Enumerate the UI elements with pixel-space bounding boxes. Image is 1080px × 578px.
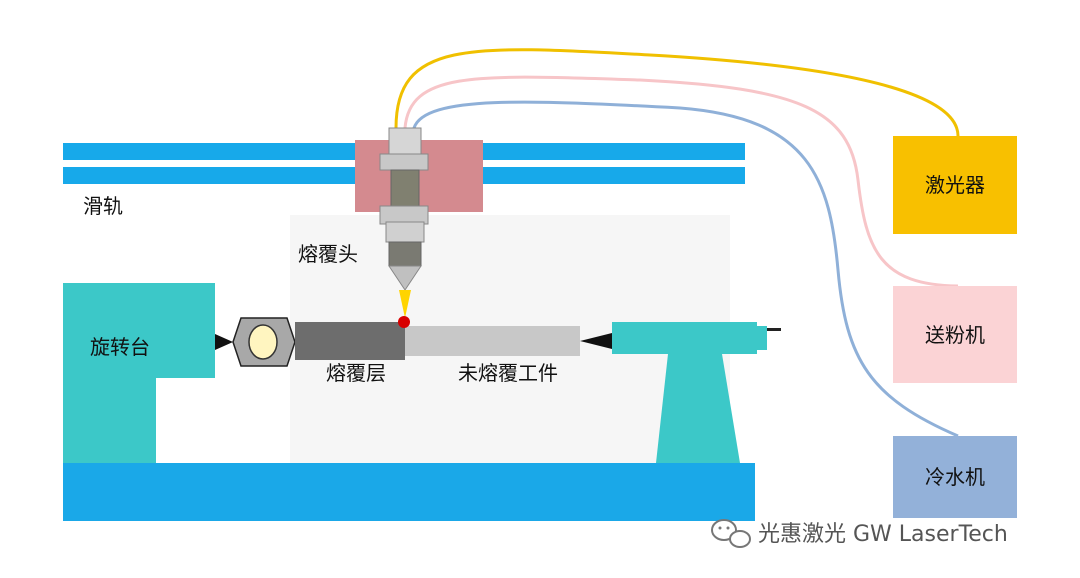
left-center-point xyxy=(215,334,233,350)
clad-layer-label: 熔覆层 xyxy=(326,361,386,385)
head-neck xyxy=(388,241,422,267)
cladding-head-label: 熔覆头 xyxy=(298,242,358,266)
tailstock-stand xyxy=(656,354,740,463)
unclad-workpiece-label: 未熔覆工件 xyxy=(458,361,558,385)
powder-feeder-label: 送粉机 xyxy=(925,323,985,347)
head-collar-upper xyxy=(379,153,429,171)
unclad-workpiece xyxy=(405,326,580,356)
chiller-label: 冷水机 xyxy=(925,465,985,489)
head-body xyxy=(385,221,425,243)
powder-feeder-box xyxy=(893,286,1017,383)
chuck-face xyxy=(248,324,278,360)
tailstock-handle xyxy=(767,328,781,331)
powder-cable xyxy=(403,75,959,288)
head-collar-lower xyxy=(379,205,429,225)
laser-cable xyxy=(394,48,960,137)
rail-label: 滑轨 xyxy=(83,194,123,218)
tailstock-body xyxy=(612,322,757,354)
rotary-table-top xyxy=(63,283,156,303)
laser-beam xyxy=(399,290,411,318)
head-top-cap xyxy=(388,127,422,157)
rotary-table-label: 旋转台 xyxy=(90,335,150,359)
chiller-cable xyxy=(412,100,959,438)
melt-pool xyxy=(398,316,410,328)
chiller-box xyxy=(893,436,1017,518)
clad-layer xyxy=(295,322,405,360)
head-barrel xyxy=(390,169,420,209)
laser-box xyxy=(893,136,1017,234)
tailstock-quill xyxy=(757,326,767,350)
nozzle xyxy=(388,265,422,291)
watermark-text: 光惠激光 GW LaserTech xyxy=(758,522,1008,547)
laser-box-label: 激光器 xyxy=(925,173,985,197)
right-center-point xyxy=(580,333,612,349)
wechat-logo xyxy=(711,519,751,548)
machine-base xyxy=(63,463,755,521)
rotary-table-column xyxy=(63,283,156,463)
